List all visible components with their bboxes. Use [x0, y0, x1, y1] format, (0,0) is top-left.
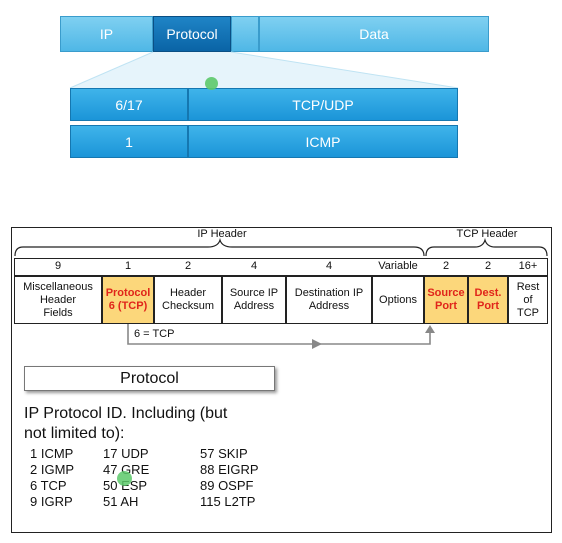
field-options-line1: Options — [379, 293, 417, 306]
field-checksum-line2: Checksum — [162, 300, 214, 312]
cursor-dot — [205, 77, 218, 90]
tcp-udp-value-cell: 6/17 — [70, 88, 188, 121]
size-checksum: 2 — [184, 260, 192, 272]
field-protocol: Protocol 6 (TCP) — [102, 276, 154, 324]
field-misc-header: Miscellaneous Header Fields — [14, 276, 102, 324]
field-dest-port-line2: Port — [477, 300, 499, 312]
size-source-port: 2 — [442, 260, 450, 272]
data-label: Data — [359, 26, 389, 42]
field-source-ip-line1: Source IP — [229, 287, 279, 299]
protocol-item: 57 SKIP — [200, 446, 248, 461]
protocol-item: 115 L2TP — [200, 494, 256, 509]
field-dest-port-line1: Dest. — [474, 287, 502, 299]
header-braces — [14, 237, 548, 257]
tcp-udp-label: TCP/UDP — [292, 96, 354, 113]
field-source-port-line2: Port — [434, 300, 457, 312]
size-source-ip: 4 — [250, 260, 258, 272]
zoom-funnel — [69, 51, 459, 89]
size-dest-port: 2 — [484, 260, 492, 272]
field-options: Options — [372, 276, 424, 324]
protocol-description-line2: not limited to): — [24, 425, 125, 442]
size-protocol: 1 — [124, 260, 132, 272]
field-destination-ip: Destination IP Address — [286, 276, 372, 324]
protocol-to-port-arrow — [127, 324, 435, 349]
field-misc-line3: Fields — [43, 306, 73, 319]
field-source-port: Source Port — [424, 276, 468, 324]
field-source-ip-line2: Address — [233, 300, 275, 312]
protocol-cell: Protocol — [153, 16, 231, 52]
field-protocol-line2: 6 (TCP) — [108, 300, 148, 312]
size-row-border — [14, 258, 548, 276]
icmp-label: ICMP — [305, 133, 341, 150]
tcp-header-label: TCP Header — [456, 228, 518, 240]
arrow-label: 6 = TCP — [134, 328, 175, 340]
field-source-port-line1: Source — [427, 287, 465, 299]
size-rest: 16+ — [518, 260, 538, 272]
protocol-item: 17 UDP — [103, 446, 149, 461]
protocol-description-line1: IP Protocol ID. Including (but — [24, 405, 228, 422]
protocol-item: 9 IGRP — [30, 494, 73, 509]
protocol-item: 89 OSPF — [200, 478, 254, 493]
spacer-cell — [231, 16, 259, 52]
field-checksum-line1: Header — [169, 287, 207, 299]
field-dest-ip-line1: Destination IP — [294, 287, 364, 299]
field-rest-line1: Rest — [516, 280, 540, 293]
tcp-udp-value: 6/17 — [115, 96, 143, 113]
protocol-item: 6 TCP — [30, 478, 67, 493]
tcp-udp-label-cell: TCP/UDP — [188, 88, 458, 121]
icmp-label-cell: ICMP — [188, 125, 458, 158]
size-misc: 9 — [54, 260, 62, 272]
field-misc-line1: Miscellaneous — [23, 280, 93, 293]
protocol-item: 2 IGMP — [30, 462, 75, 477]
protocol-item: 88 EIGRP — [200, 462, 259, 477]
field-rest-line3: TCP — [517, 306, 539, 319]
protocol-box-title: Protocol — [120, 369, 179, 387]
field-dest-port: Dest. Port — [468, 276, 508, 324]
field-protocol-line1: Protocol — [105, 287, 151, 299]
protocol-box: Protocol — [24, 366, 275, 391]
field-rest-line2: of — [523, 293, 533, 306]
ip-cell: IP — [60, 16, 153, 52]
field-rest-of-tcp: Rest of TCP — [508, 276, 548, 324]
icmp-value-cell: 1 — [70, 125, 188, 158]
cursor-dot — [117, 471, 132, 486]
data-cell: Data — [259, 16, 489, 52]
protocol-item: 51 AH — [103, 494, 139, 509]
icmp-value: 1 — [125, 133, 133, 150]
protocol-label: Protocol — [166, 26, 218, 42]
size-options: Variable — [378, 260, 418, 272]
field-misc-line2: Header — [39, 293, 77, 306]
field-dest-ip-line2: Address — [308, 300, 350, 312]
field-header-checksum: Header Checksum — [154, 276, 222, 324]
ip-header-label: IP Header — [197, 228, 247, 240]
ip-label: IP — [99, 26, 114, 42]
ip-tcp-header-figure: IP Header TCP Header 9 1 2 4 4 Variable … — [11, 227, 552, 533]
field-source-ip: Source IP Address — [222, 276, 286, 324]
protocol-item: 1 ICMP — [30, 446, 74, 461]
size-dest-ip: 4 — [325, 260, 333, 272]
